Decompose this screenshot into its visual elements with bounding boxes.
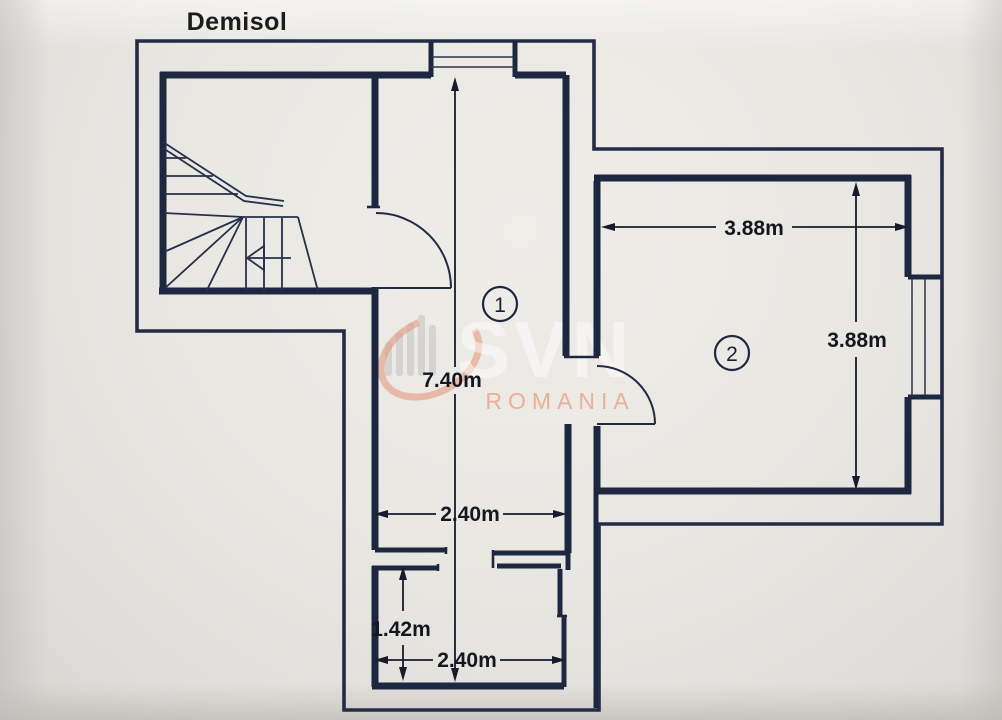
dimension-corridor-width: 2.40m [374, 503, 567, 526]
dimension-storage-height: 1.42m [371, 566, 431, 681]
window-right [908, 274, 941, 400]
door-swing-arc [596, 365, 656, 425]
door-stair-to-corridor [375, 212, 452, 289]
interior-walls [159, 71, 912, 708]
logo-swoosh-icon [377, 313, 483, 401]
stair-direction-arrow-icon [245, 244, 265, 272]
logo-building-bar [396, 332, 403, 376]
dim-label-storage-height: 1.42m [371, 618, 431, 641]
watermark-country: ROMANIA [485, 388, 634, 414]
plan-title: Demisol [187, 8, 288, 36]
dimension-storage-width: 2.40m [374, 649, 566, 672]
room2-badge: 2 [713, 334, 751, 372]
dim-label-storage-width: 2.40m [437, 649, 497, 672]
room1-badge: 1 [481, 285, 519, 323]
dim-label-corridor-width: 2.40m [440, 503, 500, 526]
outer-wall-boundary [135, 39, 944, 712]
watermark-brand: SVN [457, 305, 634, 394]
door-corridor-to-room2 [596, 365, 656, 425]
dim-label-room2-width: 3.88m [724, 217, 784, 240]
logo-building-bar [407, 323, 414, 376]
staircase [162, 141, 319, 293]
dim-label-room2-height: 3.88m [827, 329, 887, 352]
logo-building-bar [429, 325, 436, 376]
window-top [428, 41, 518, 77]
dimension-room2-width: 3.88m [601, 217, 909, 240]
logo-building-bar [418, 315, 425, 376]
room1-number: 1 [494, 294, 506, 317]
room2-number: 2 [726, 343, 738, 366]
dimension-room2-height: 3.88m [827, 182, 887, 490]
dim-label-corridor-length: 7.40m [422, 369, 482, 392]
dimension-corridor-length: 7.40m [422, 77, 482, 682]
door-swing-arc [375, 212, 452, 289]
